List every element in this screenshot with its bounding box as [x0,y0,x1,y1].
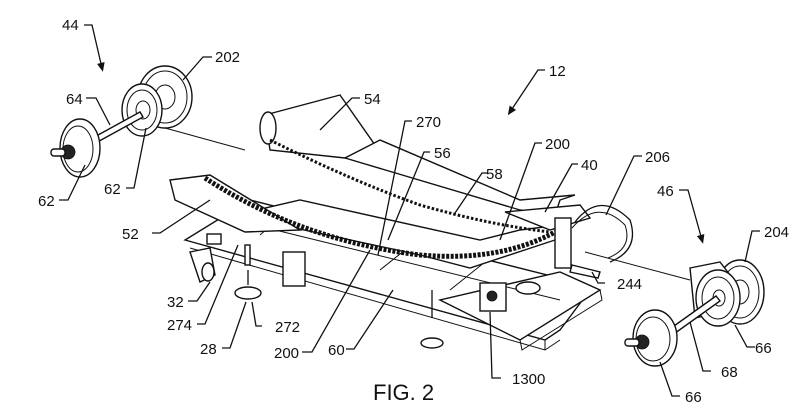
label-62-inner: 62 [104,181,121,198]
label-62-outer: 62 [38,193,55,210]
main-frame [169,94,634,351]
leveling-foot [234,244,262,300]
label-200-bottom: 200 [274,345,299,362]
label-12: 12 [549,63,566,80]
figure-caption: FIG. 2 [373,380,434,405]
chain-58 [269,138,551,234]
label-274: 274 [167,317,192,334]
bracket-1300 [479,282,507,312]
label-44: 44 [62,17,79,34]
label-64: 64 [66,91,83,108]
label-58: 58 [486,166,503,183]
label-272: 272 [275,319,300,336]
reference-numerals: 44 202 64 62 62 12 54 270 56 200 58 40 2… [38,17,789,406]
right-wheelset [584,251,765,367]
label-52: 52 [122,226,139,243]
label-270: 270 [416,114,441,131]
label-54: 54 [364,91,381,108]
left-wheelset [50,65,246,178]
label-68: 68 [721,364,738,381]
label-244: 244 [617,276,642,293]
wheel-66-outer [624,309,678,367]
label-66-inner: 66 [755,340,772,357]
label-66-outer: 66 [685,389,702,406]
label-206: 206 [645,149,670,166]
caster-32 [189,233,222,283]
label-40: 40 [581,157,598,174]
label-202: 202 [215,49,240,66]
wheel-62-outer [50,118,101,178]
wheel-62-inner [121,83,163,137]
belt-206 [574,204,634,263]
leader-lines [59,24,760,397]
label-28: 28 [200,341,217,358]
chain-56 [203,175,557,259]
label-200-top: 200 [545,136,570,153]
label-32: 32 [167,294,184,311]
label-1300: 1300 [512,371,545,388]
label-60: 60 [328,342,345,359]
label-46: 46 [657,183,674,200]
label-204: 204 [764,224,789,241]
label-56: 56 [434,145,451,162]
